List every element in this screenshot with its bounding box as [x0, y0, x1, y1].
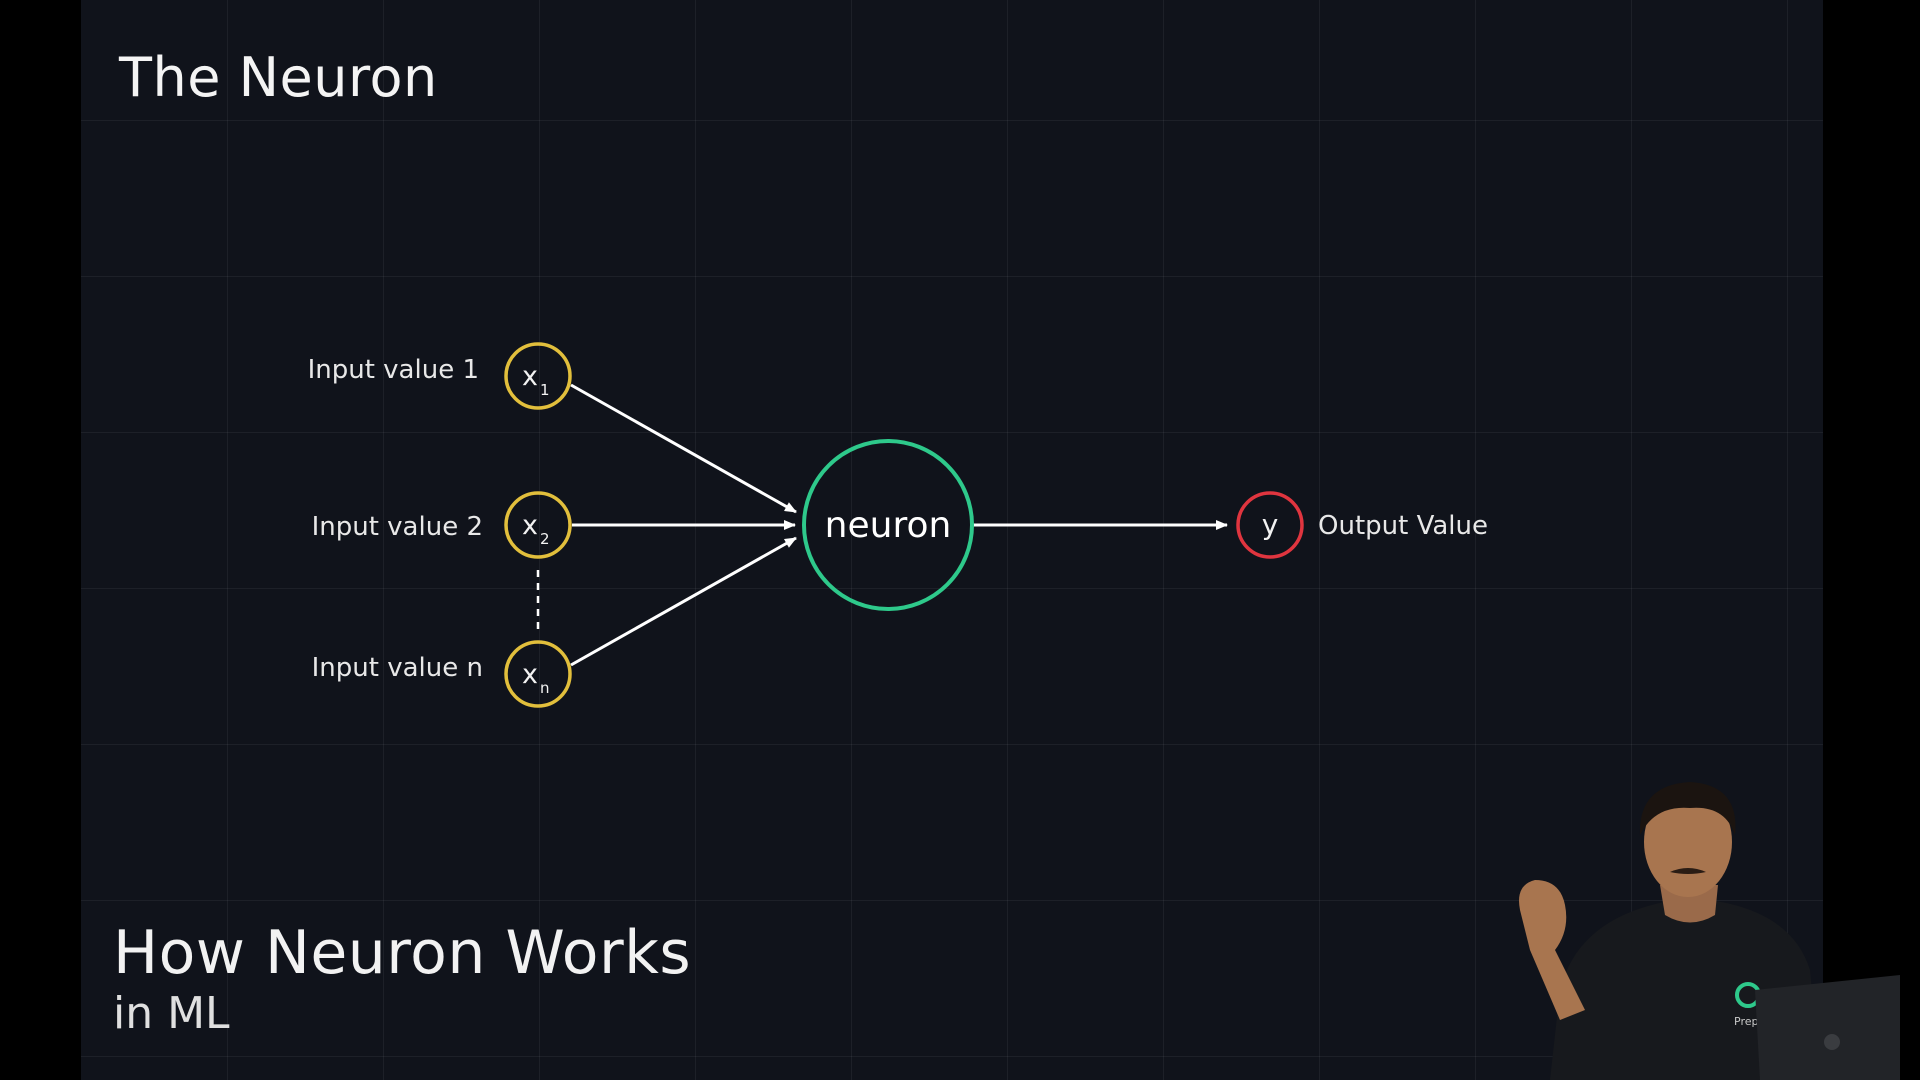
input-node-n: x n — [504, 640, 572, 708]
input-label-2: Input value 2 — [312, 512, 483, 542]
presenter-face — [1644, 787, 1732, 897]
input-node-1-subscript: 1 — [540, 381, 550, 399]
neuron-node: neuron — [802, 439, 974, 611]
output-node-symbol: y — [1262, 508, 1279, 541]
neuron-label: neuron — [825, 505, 952, 546]
neuron-diagram: x 1 x 2 x n Input value 1 Input value 2 … — [308, 342, 1488, 708]
input-node-1-symbol: x — [522, 361, 538, 392]
output-node: y — [1236, 491, 1304, 559]
input-node-n-subscript: n — [540, 679, 550, 697]
input-label-n: Input value n — [312, 653, 483, 683]
input-node-2-subscript: 2 — [540, 530, 550, 548]
output-label: Output Value — [1318, 511, 1488, 541]
presenter-shirt — [1550, 898, 1820, 1080]
input-node-1: x 1 — [504, 342, 572, 410]
presenter-hand — [1519, 880, 1567, 950]
presenter-video: Prepin — [1519, 782, 1900, 1080]
input-label-1: Input value 1 — [308, 355, 479, 385]
caption-title: How Neuron Works — [113, 918, 692, 988]
slide-title: The Neuron — [119, 46, 438, 109]
slide: The Neuron x 1 x 2 x n Input — [81, 0, 1823, 1080]
input-node-2: x 2 — [504, 491, 572, 559]
input-node-n-symbol: x — [522, 659, 538, 690]
laptop-icon — [1755, 975, 1900, 1080]
connection-xn-neuron — [570, 536, 797, 667]
caption-subtitle: in ML — [113, 988, 230, 1039]
input-node-2-symbol: x — [522, 510, 538, 541]
connection-x1-neuron — [570, 383, 797, 514]
